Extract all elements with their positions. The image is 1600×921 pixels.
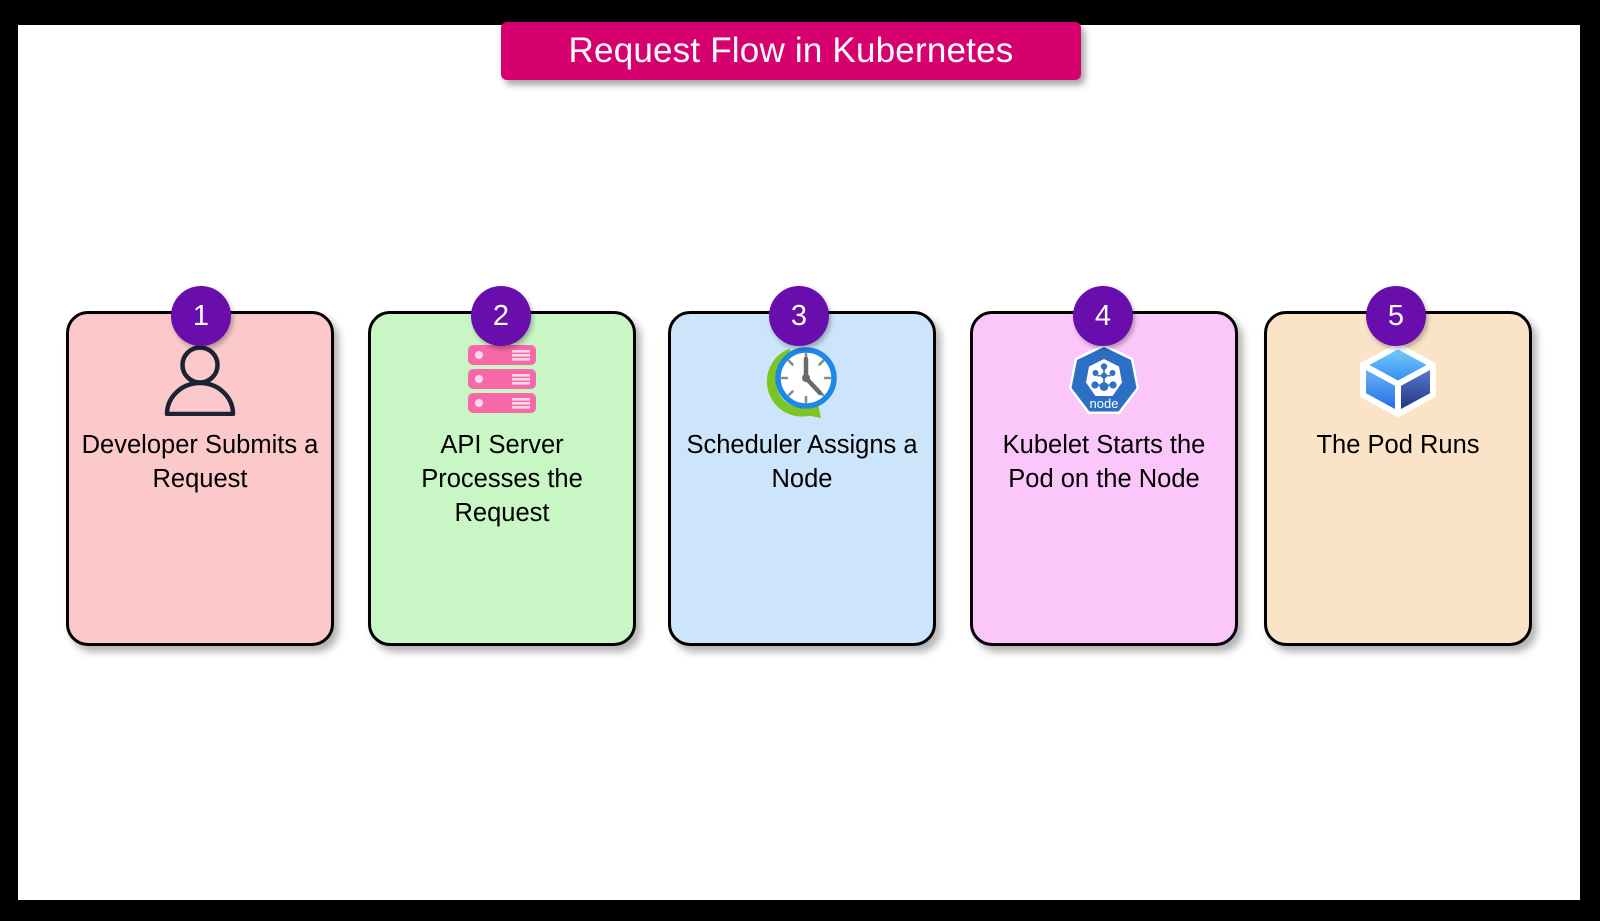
step-cards-row: Developer Submits a Request 1: [18, 286, 1580, 656]
clock-refresh-icon: [755, 340, 849, 420]
step-badge-1-number: 1: [192, 299, 210, 332]
step-badge-1: 1: [171, 286, 231, 346]
step-badge-4-number: 4: [1094, 299, 1112, 332]
step-badge-4: 4: [1073, 286, 1133, 346]
step-card-1-label: Developer Submits a Request: [81, 431, 319, 493]
step-badge-5: 5: [1366, 286, 1426, 346]
diagram-canvas: Request Flow in Kubernetes Developer Sub…: [18, 22, 1580, 900]
step-card-4-content: node Kubelet Starts the Pod on the Node: [973, 314, 1235, 643]
step-card-5-label: The Pod Runs: [1316, 431, 1480, 459]
step-card-2-label: API Server Processes the Request: [421, 431, 583, 527]
step-card-3[interactable]: Scheduler Assigns a Node: [668, 311, 936, 646]
step-card-2[interactable]: API Server Processes the Request: [368, 311, 636, 646]
diagram-title-banner: Request Flow in Kubernetes: [501, 22, 1081, 80]
page-title: Request Flow in Kubernetes: [568, 31, 1014, 70]
step-card-4-label: Kubelet Starts the Pod on the Node: [1002, 431, 1206, 493]
step-badge-2: 2: [471, 286, 531, 346]
cube-icon: [1351, 340, 1445, 420]
step-card-2-content: API Server Processes the Request: [371, 314, 633, 643]
server-rack-icon: [455, 340, 549, 420]
kubernetes-node-icon: node: [1057, 340, 1151, 420]
step-badge-2-number: 2: [492, 299, 510, 332]
step-card-3-content: Scheduler Assigns a Node: [671, 314, 933, 643]
person-icon: [153, 340, 247, 420]
step-card-5[interactable]: The Pod Runs: [1264, 311, 1532, 646]
step-badge-3-number: 3: [790, 299, 808, 332]
svg-text:node: node: [1090, 396, 1119, 411]
step-card-1[interactable]: Developer Submits a Request: [66, 311, 334, 646]
step-card-4[interactable]: node Kubelet Starts the Pod on the Node: [970, 311, 1238, 646]
step-badge-5-number: 5: [1387, 299, 1405, 332]
step-card-3-label: Scheduler Assigns a Node: [686, 431, 918, 493]
step-card-1-content: Developer Submits a Request: [69, 314, 331, 643]
step-card-5-content: The Pod Runs: [1267, 314, 1529, 643]
step-badge-3: 3: [769, 286, 829, 346]
